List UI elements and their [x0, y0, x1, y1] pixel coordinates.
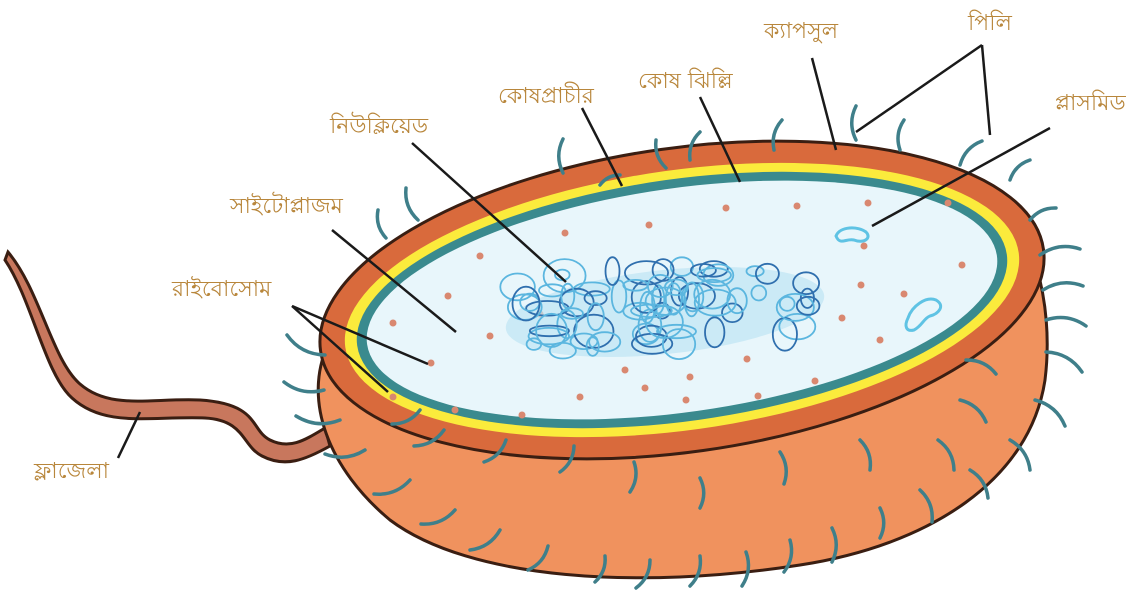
pilus — [1040, 247, 1080, 255]
pilus — [406, 188, 418, 220]
leader-pili-2 — [982, 45, 990, 135]
label-ribosome: রাইবোসোম — [171, 276, 272, 302]
pilus — [960, 141, 982, 165]
ribosome-dot — [687, 374, 694, 381]
ribosome-dot — [901, 291, 908, 298]
ribosome-dot — [487, 333, 494, 340]
ribosome-dot — [642, 385, 649, 392]
flagellum-icon — [5, 252, 330, 462]
ribosome-dot — [562, 230, 569, 237]
label-pili: পিলি — [967, 10, 1013, 36]
label-cell-membrane: কোষ ঝিল্লি — [638, 68, 733, 94]
label-capsule: ক্যাপসুল — [763, 19, 839, 44]
ribosome-dot — [646, 222, 653, 229]
pilus — [1043, 283, 1083, 290]
pilus — [377, 210, 386, 238]
ribosome-dot — [445, 293, 452, 300]
label-cytoplasm: সাইটোপ্লাজম — [229, 192, 344, 219]
ribosome-dot — [577, 394, 584, 401]
ribosome-dot — [877, 337, 884, 344]
ribosome-dot — [477, 253, 484, 260]
ribosome-dot — [812, 378, 819, 385]
ribosome-dot — [390, 394, 397, 401]
label-cell-wall: কোষপ্রাচীর — [498, 82, 595, 109]
ribosome-dot — [839, 315, 846, 322]
pilus — [1046, 352, 1082, 372]
ribosome-dot — [428, 360, 435, 367]
ribosome-dot — [794, 203, 801, 210]
pilus — [898, 120, 904, 150]
ribosome-dot — [861, 243, 868, 250]
ribosome-dot — [858, 282, 865, 289]
leader-pili-1 — [856, 45, 982, 132]
pilus — [852, 106, 856, 140]
ribosome-dot — [519, 412, 526, 419]
label-plasmid: প্লাসমিড — [1055, 90, 1126, 116]
ribosome-dot — [452, 407, 459, 414]
ribosome-dot — [683, 397, 690, 404]
ribosome-dot — [945, 200, 952, 207]
pilus — [1030, 208, 1056, 220]
ribosome-dot — [723, 205, 730, 212]
label-nucleoid: নিউক্লিয়েড — [329, 112, 429, 139]
pilus — [1010, 160, 1030, 180]
pilus — [1046, 318, 1086, 326]
ribosome-dot — [744, 356, 751, 363]
ribosome-dot — [390, 320, 397, 327]
ribosome-dot — [622, 367, 629, 374]
leader-capsule — [812, 58, 836, 150]
ribosome-dot — [959, 262, 966, 269]
label-flagellum: ফ্লাজেলা — [33, 459, 110, 484]
ribosome-dot — [755, 393, 762, 400]
pilus — [559, 139, 563, 173]
ribosome-dot — [865, 200, 872, 207]
